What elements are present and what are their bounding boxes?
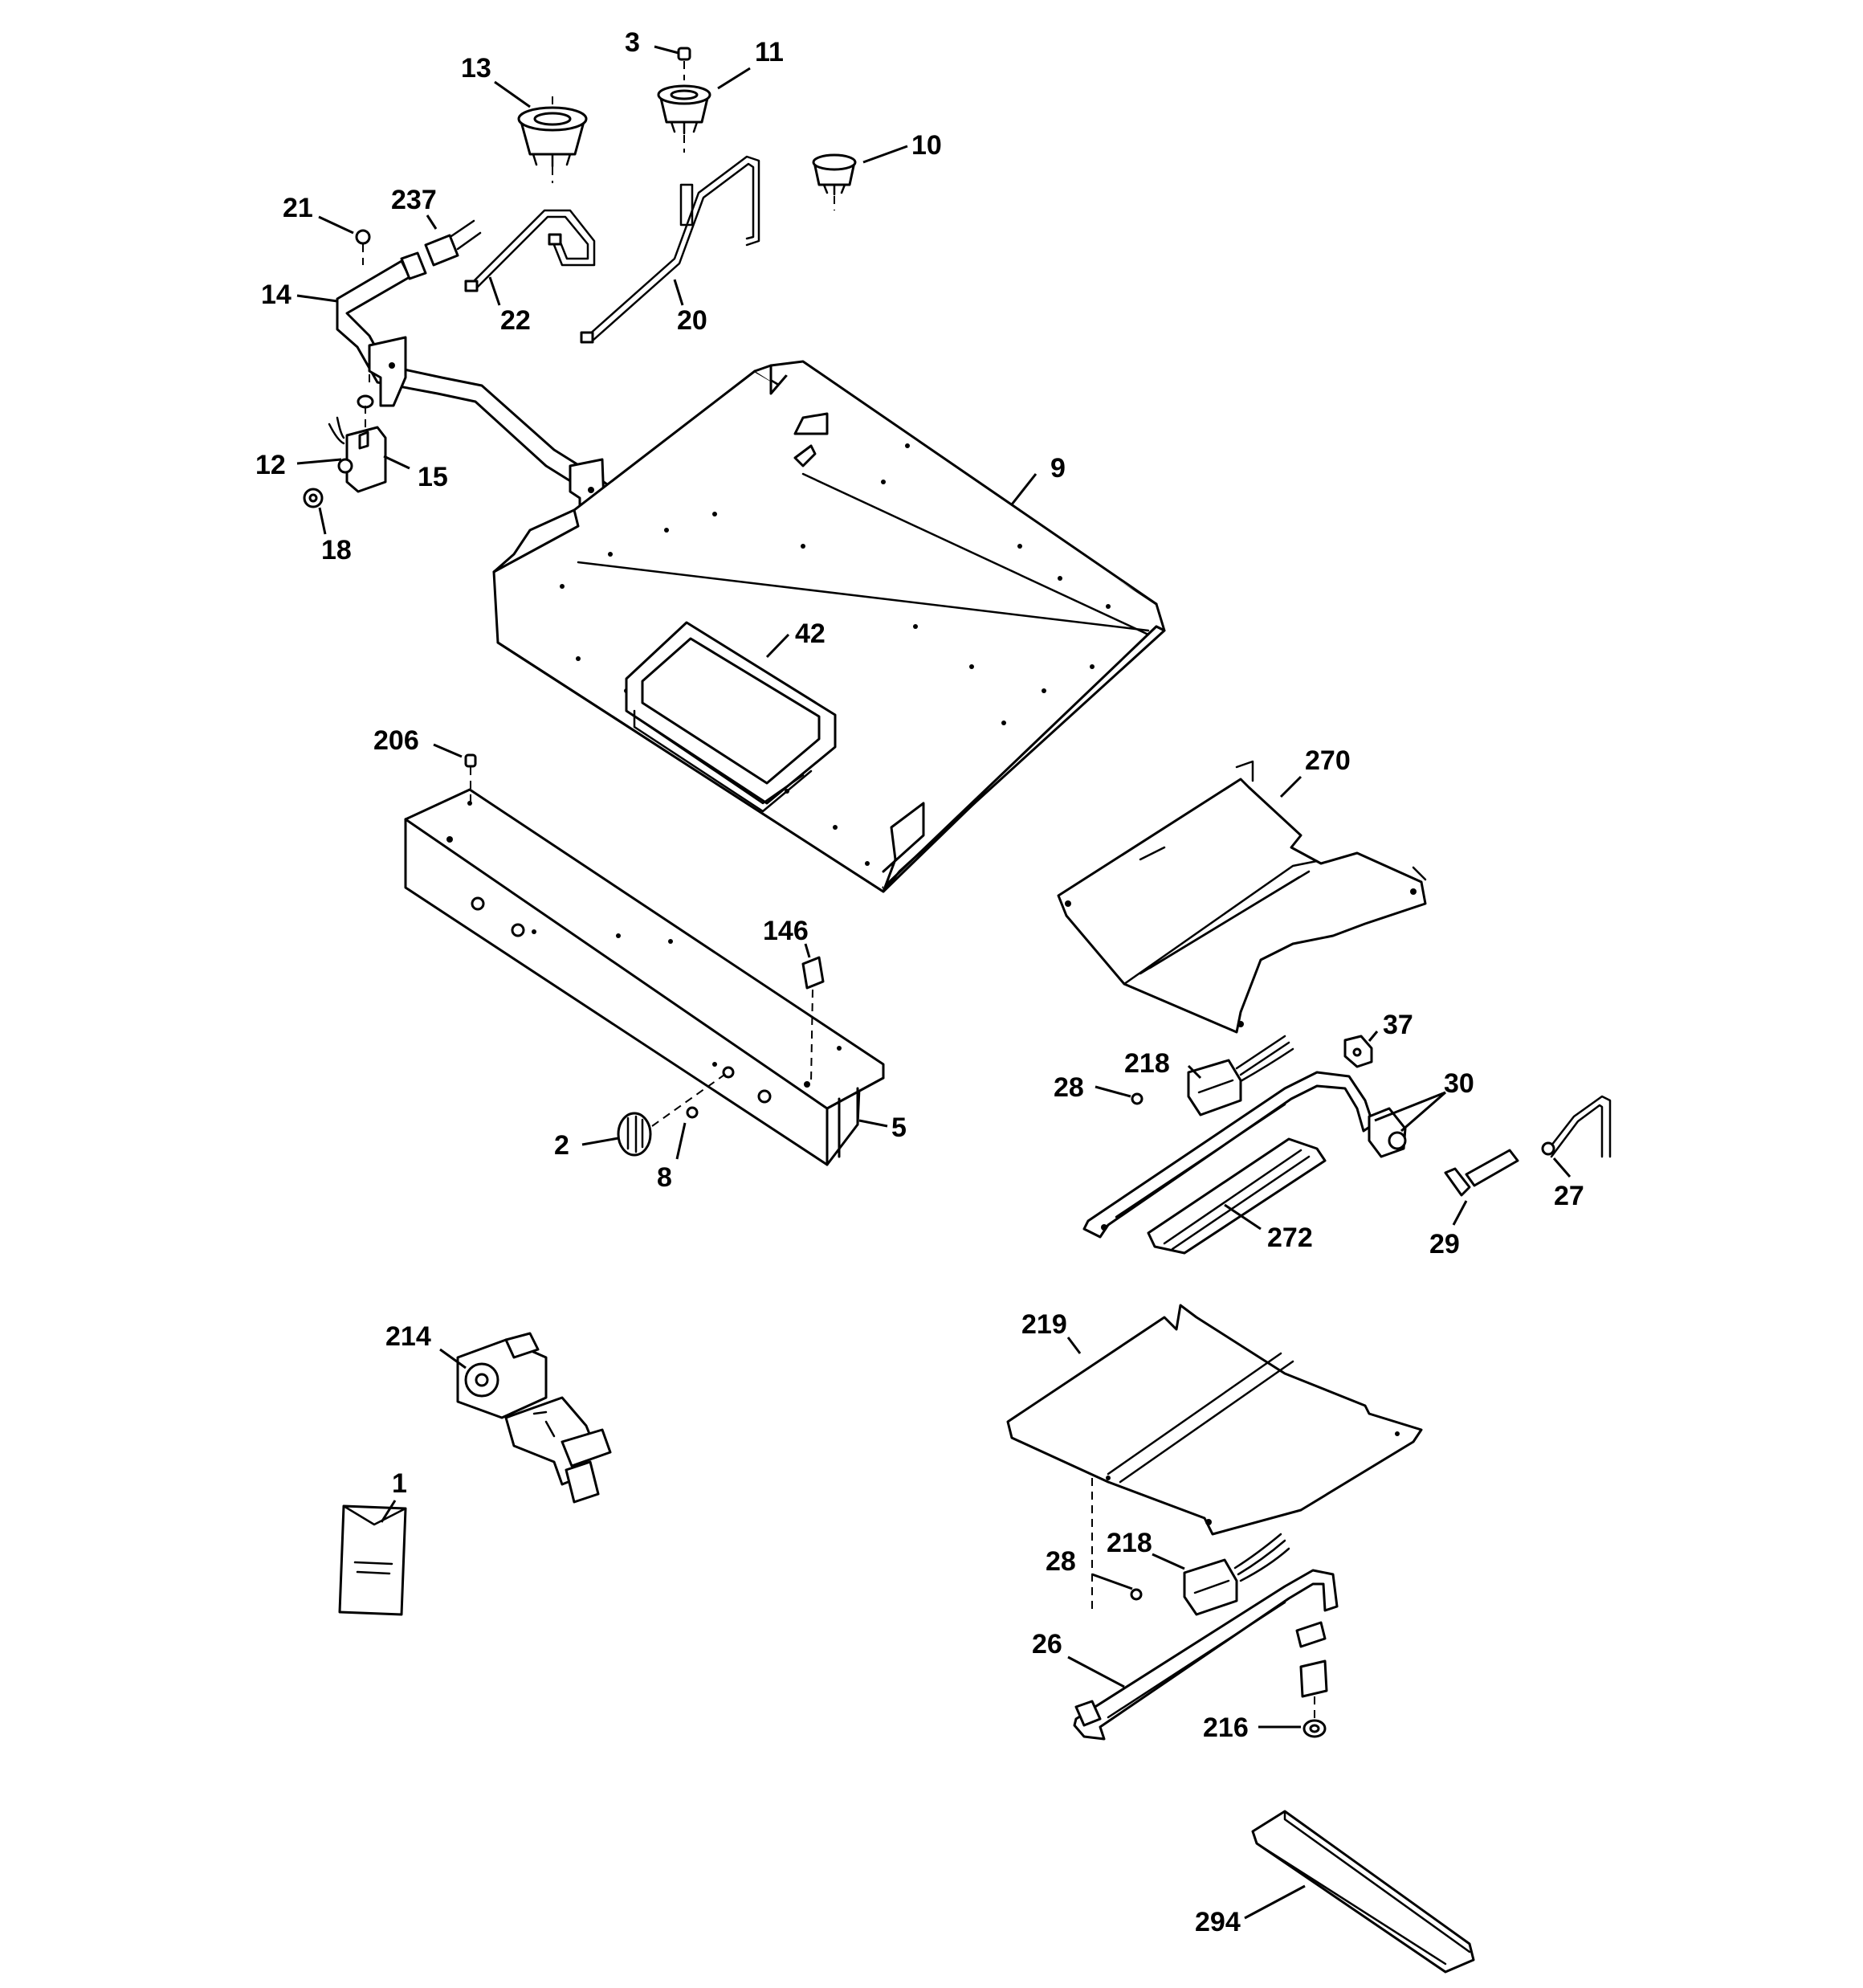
burner-shield-270 xyxy=(1057,760,1427,1034)
orifice-29 xyxy=(1444,1149,1519,1197)
callout-11: 11 xyxy=(755,37,784,67)
burner-head-13 xyxy=(517,96,588,183)
burner-cap-screw-3 xyxy=(677,47,691,80)
oven-burner-26 xyxy=(1073,1569,1339,1741)
callout-22: 22 xyxy=(500,305,531,336)
callout-21: 21 xyxy=(283,193,313,223)
callout-28-upper: 28 xyxy=(1054,1072,1084,1103)
nut-18 xyxy=(303,488,324,508)
callout-219: 219 xyxy=(1021,1309,1067,1340)
callout-218-upper: 218 xyxy=(1124,1048,1170,1079)
knob-2 xyxy=(617,1112,652,1157)
callout-13: 13 xyxy=(461,53,491,84)
orifice-237 xyxy=(400,219,482,280)
callout-29: 29 xyxy=(1429,1229,1460,1259)
callout-18: 18 xyxy=(321,535,352,565)
callout-42: 42 xyxy=(795,618,826,649)
callout-294: 294 xyxy=(1195,1907,1241,1937)
callout-10: 10 xyxy=(911,130,942,161)
manifold-panel-5 xyxy=(404,788,885,1166)
bracket-37 xyxy=(1343,1035,1373,1068)
callout-28-lower: 28 xyxy=(1046,1546,1076,1577)
callout-8: 8 xyxy=(657,1162,672,1193)
burner-tube-22 xyxy=(464,209,596,292)
screw-21 xyxy=(355,229,371,265)
screw-8 xyxy=(651,1072,728,1127)
callout-9: 9 xyxy=(1050,453,1066,484)
clip-146 xyxy=(801,956,825,1084)
callout-30: 30 xyxy=(1444,1068,1474,1099)
support-bracket-294 xyxy=(1251,1810,1475,1974)
burner-shield-219 xyxy=(1006,1304,1423,1614)
oven-valve-214 xyxy=(456,1332,612,1504)
burner-baffle-272 xyxy=(1147,1137,1327,1255)
valve-12 xyxy=(328,394,387,493)
callout-3: 3 xyxy=(625,27,640,58)
callout-216: 216 xyxy=(1203,1712,1249,1743)
callout-237: 237 xyxy=(391,185,437,215)
screw-28-lower xyxy=(1130,1588,1143,1601)
broil-burner-upper xyxy=(1082,1071,1375,1239)
callout-27: 27 xyxy=(1554,1181,1584,1211)
screw-206 xyxy=(464,753,477,803)
callout-146: 146 xyxy=(763,916,809,946)
literature-packet-1 xyxy=(338,1504,407,1616)
callout-14: 14 xyxy=(261,280,291,310)
igniter-218-upper xyxy=(1187,1035,1294,1116)
nut-216 xyxy=(1302,1696,1327,1738)
burner-box-9 xyxy=(492,360,1166,893)
air-shutter-30 xyxy=(1368,1107,1407,1158)
igniter-218-lower xyxy=(1183,1533,1290,1616)
callout-1: 1 xyxy=(392,1468,407,1499)
callout-20: 20 xyxy=(677,305,707,336)
callout-37: 37 xyxy=(1383,1010,1413,1040)
burner-tube-20 xyxy=(580,155,760,344)
gas-tube-27 xyxy=(1541,1095,1612,1158)
burner-head-10 xyxy=(812,153,857,210)
callout-5: 5 xyxy=(891,1112,907,1143)
callout-270: 270 xyxy=(1305,745,1351,776)
burner-head-11 xyxy=(657,84,711,153)
burner-box-door-42 xyxy=(625,621,837,813)
callout-206: 206 xyxy=(373,725,419,756)
callout-12: 12 xyxy=(255,450,286,480)
callout-272: 272 xyxy=(1267,1223,1313,1253)
screw-28-upper xyxy=(1131,1092,1143,1105)
callout-15: 15 xyxy=(418,462,448,492)
leader-lines xyxy=(296,45,1572,1920)
callout-labels: 13 3 11 10 21 237 14 22 20 12 15 18 9 42… xyxy=(255,27,1584,1937)
callout-218-lower: 218 xyxy=(1107,1528,1152,1558)
callout-214: 214 xyxy=(385,1321,431,1352)
callout-26: 26 xyxy=(1032,1629,1062,1659)
callout-2: 2 xyxy=(554,1130,569,1161)
